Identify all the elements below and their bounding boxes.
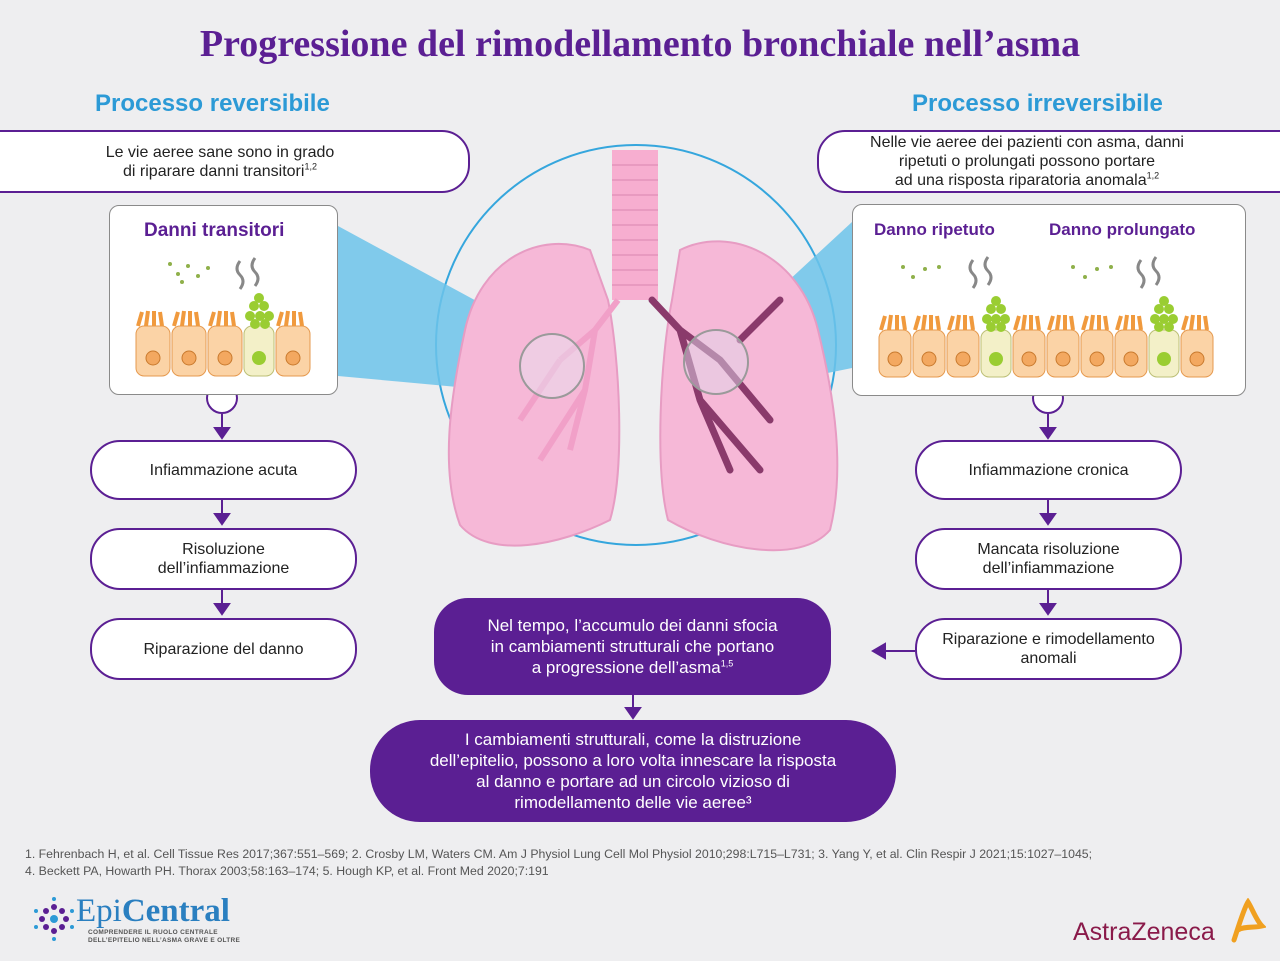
step-chronic-inflammation: Infiammazione cronica [915,440,1182,500]
cell-panel-right: Danno ripetuto Danno prolungato [852,204,1246,396]
step-label: Risoluzione dell’infiammazione [157,541,290,577]
heading-reversible: Processo reversibile [95,90,330,117]
magnifier-left [519,333,585,399]
step-label: Riparazione e rimodellamento anomali [942,631,1155,667]
astrazeneca-logo-icon [1231,898,1266,943]
step-abnormal-remodeling: Riparazione e rimodellamento anomali [915,618,1182,680]
panel-label-repeated: Danno ripetuto [874,220,995,239]
intro-text-right: Nelle vie aeree dei pazienti con asma, d… [870,134,1184,189]
step-label: Infiammazione acuta [149,461,298,479]
step-acute-inflammation: Infiammazione acuta [90,440,357,500]
intro-text-left: Le vie aeree sane sono in grado di ripar… [105,143,335,180]
vicious-cycle-box: I cambiamenti strutturali, come la distr… [370,720,896,822]
magnifier-right [683,329,749,395]
trachea [612,150,658,300]
step-damage-repair: Riparazione del danno [90,618,357,680]
references: 1. Fehrenbach H, et al. Cell Tissue Res … [25,847,1093,878]
panel-label-prolonged: Danno prolungato [1049,220,1196,239]
step-label: Infiammazione cronica [968,461,1129,479]
panel-label-transient: Danni transitori [144,220,285,241]
intro-box-left: Le vie aeree sane sono in grado di ripar… [0,130,470,193]
progression-text: Nel tempo, l’accumulo dei danni sfocia i… [487,616,778,677]
intro-box-right: Nelle vie aeree dei pazienti con asma, d… [817,130,1280,193]
progression-box: Nel tempo, l’accumulo dei danni sfocia i… [434,598,831,695]
epithelium-illustration-left [135,257,311,377]
epithelium-illustration-right [878,256,1214,378]
epicentral-logo-text: EpiCentral [76,893,230,929]
step-failed-resolution: Mancata risoluzione dell’infiammazione [915,528,1182,590]
epicentral-logo-icon [34,897,74,941]
flow-arrows-right [624,414,1057,720]
cells-row-right [878,296,1214,378]
step-label: Riparazione del danno [143,640,304,658]
page-title: Progressione del rimodellamento bronchia… [199,23,1081,65]
vicious-cycle-text: I cambiamenti strutturali, come la distr… [429,730,837,812]
step-inflammation-resolution: Risoluzione dell’infiammazione [90,528,357,590]
astrazeneca-logo-text: AstraZeneca [1073,918,1215,946]
heading-irreversible: Processo irreversibile [912,90,1163,117]
bronchus-right [648,296,784,474]
cells-row-left [135,293,311,377]
cell-panel-left: Danni transitori [109,205,338,395]
step-label: Mancata risoluzione dell’infiammazione [977,541,1120,577]
epicentral-tagline: COMPRENDERE IL RUOLO CENTRALE DELL’EPITE… [88,929,241,944]
bronchus-left [517,298,621,462]
